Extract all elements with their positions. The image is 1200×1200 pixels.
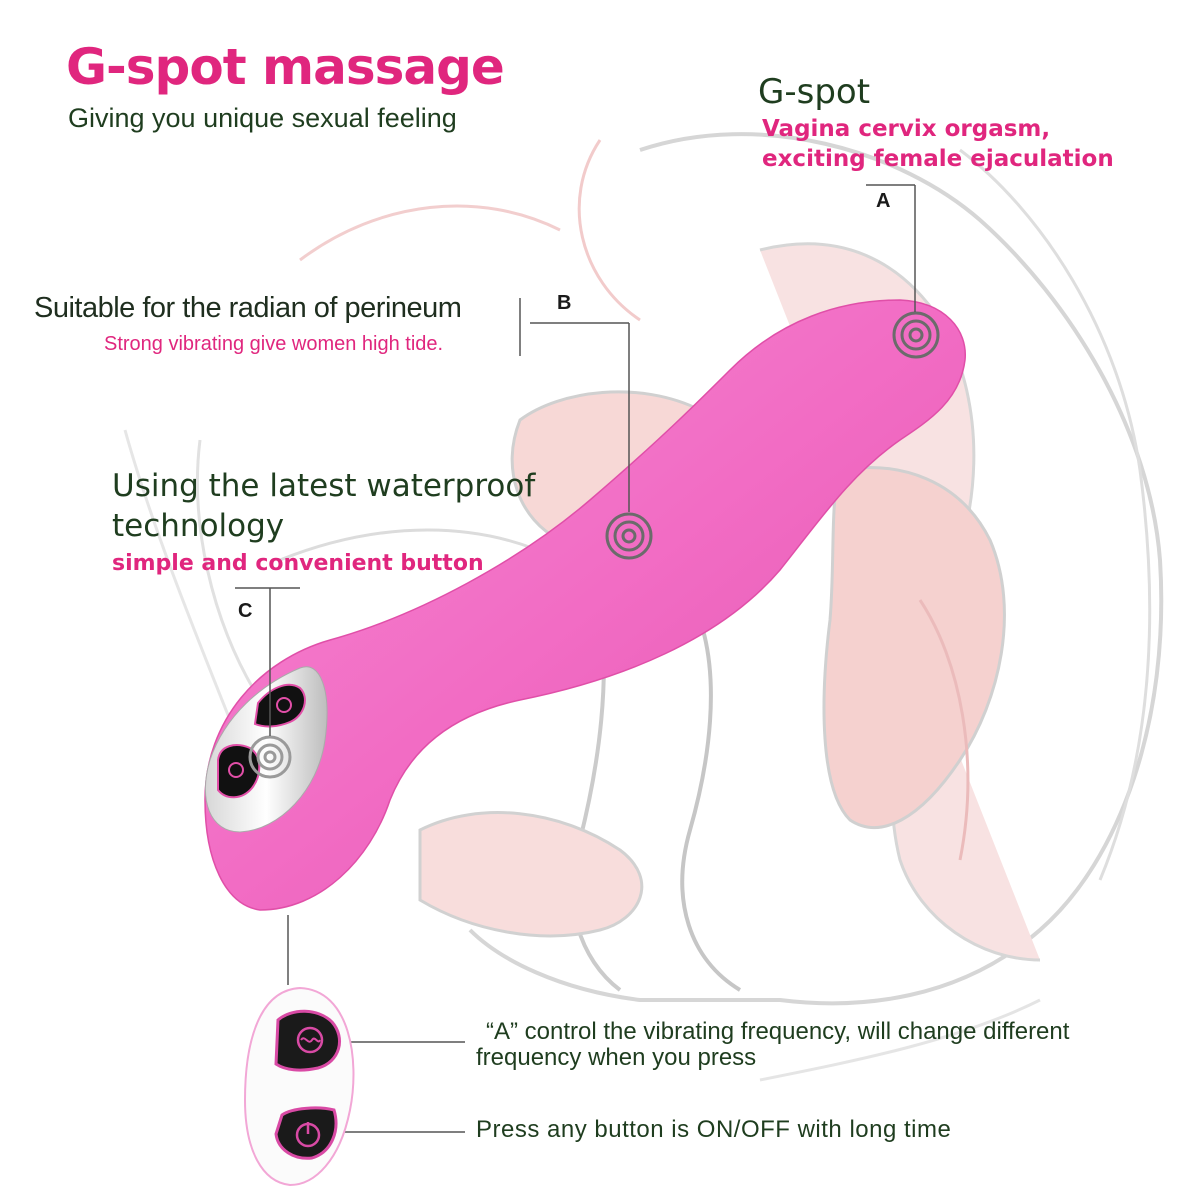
button-panel-enlarged xyxy=(243,986,355,1187)
power-note: Press any button is ON/OFF with long tim… xyxy=(476,1116,952,1143)
callout-c-title-line2: technology xyxy=(112,508,285,544)
device-wave-button xyxy=(253,683,306,728)
page-subtitle: Giving you unique sexual feeling xyxy=(68,103,457,133)
vibration-target-icon-c xyxy=(248,735,292,779)
page-title: G-spot massage xyxy=(66,38,505,96)
frequency-note-line1: “A” control the vibrating frequency, wil… xyxy=(486,1018,1070,1045)
callout-c-letter: C xyxy=(238,600,253,622)
callout-b-title: Suitable for the radian of perineum xyxy=(34,292,462,324)
power-icon xyxy=(274,1106,338,1160)
callout-a-letter: A xyxy=(876,190,891,212)
callout-a-desc-line1: Vagina cervix orgasm, xyxy=(762,116,1051,142)
leader-lines xyxy=(235,184,916,1133)
vibration-target-icon-a xyxy=(892,311,940,359)
frequency-note-line2: frequency when you press xyxy=(476,1044,757,1071)
callout-a-title: G-spot xyxy=(758,72,871,112)
callout-b-letter: B xyxy=(557,292,572,314)
vibration-target-icon-b xyxy=(605,512,653,560)
callout-c-title-line1: Using the latest waterproof xyxy=(112,468,536,504)
wave-icon xyxy=(274,1009,341,1072)
callout-c-desc: simple and convenient button xyxy=(112,551,484,576)
callout-a-desc-line2: exciting female ejaculation xyxy=(762,146,1114,172)
callout-b-desc: Strong vibrating give women high tide. xyxy=(104,333,444,355)
